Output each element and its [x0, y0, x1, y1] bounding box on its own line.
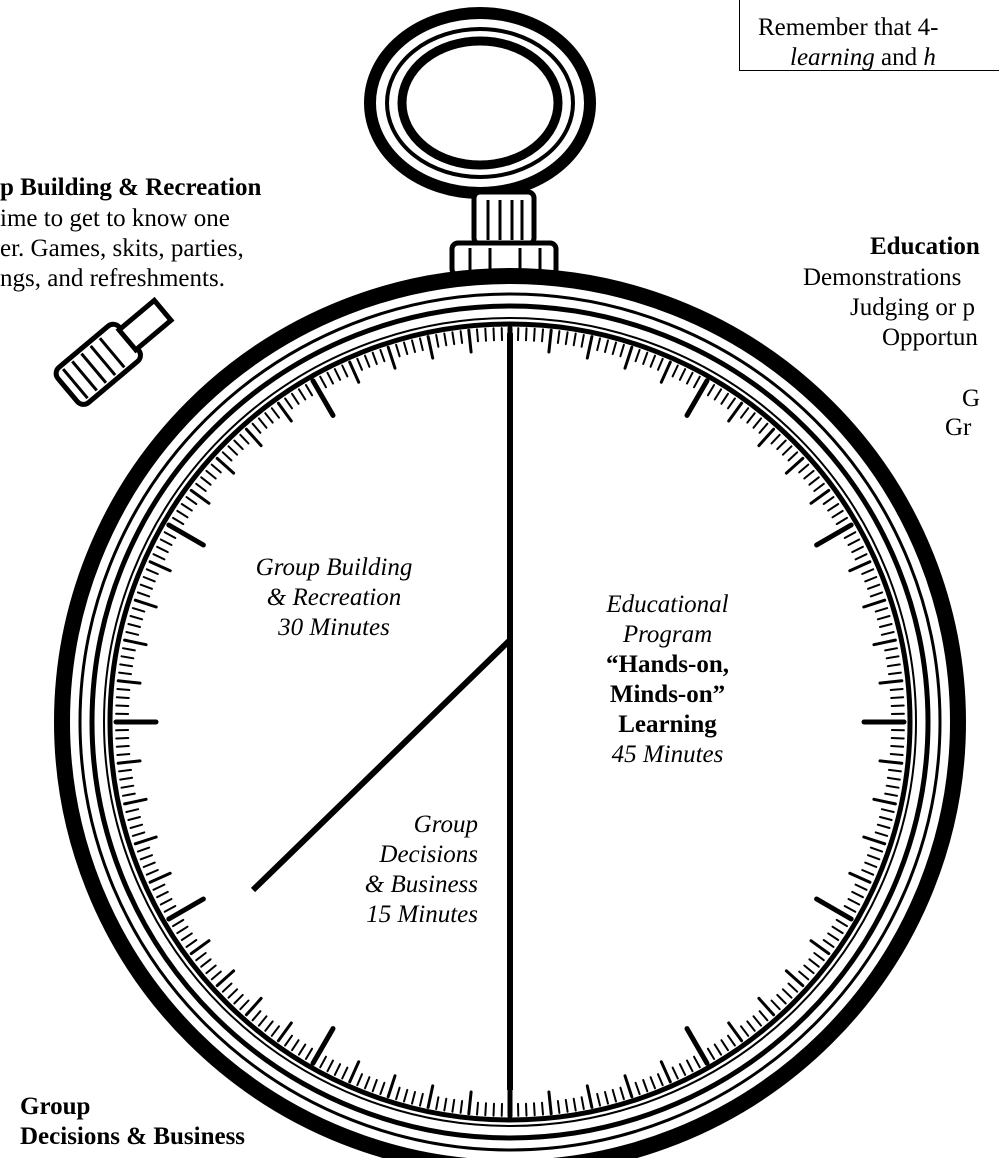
tick-mark — [116, 706, 128, 707]
tick-mark — [117, 754, 129, 755]
crown — [452, 192, 556, 275]
tick-mark — [892, 738, 904, 739]
segment-business-line-2: Decisions — [290, 840, 478, 870]
right-panel-line-5: Gr — [945, 413, 971, 443]
tick-mark — [494, 1104, 495, 1116]
note-box: Remember that 4- learning and h — [739, 0, 999, 71]
segment-education-line-1: Educational — [555, 590, 780, 620]
right-panel-title: Education — [870, 232, 980, 262]
segment-education-line-3: “Hands-on, — [555, 650, 780, 680]
tick-mark — [891, 754, 903, 755]
tick-mark — [534, 329, 535, 341]
tick-mark — [891, 697, 903, 698]
segment-business-line-1: Group — [290, 810, 478, 840]
side-pusher — [53, 293, 178, 408]
segment-recreation-label: Group Building & Recreation 30 Minutes — [218, 553, 450, 643]
segment-education-label: Educational Program “Hands-on, Minds-on”… — [555, 590, 780, 770]
tick-mark — [485, 1103, 486, 1115]
tick-mark — [116, 738, 128, 739]
segment-education-line-4: Minds-on” — [555, 680, 780, 710]
tick-mark — [892, 706, 904, 707]
segment-recreation-line-2: & Recreation — [218, 583, 450, 613]
left-panel-line-3: ngs, and refreshments. — [0, 264, 225, 294]
segment-education-line-2: Program — [555, 620, 780, 650]
left-panel-line-1: ime to get to know one — [0, 204, 230, 234]
tick-mark — [117, 697, 129, 698]
right-panel-line-1: Demonstrations — [803, 263, 961, 293]
segment-business-label: Group Decisions & Business 15 Minutes — [290, 810, 478, 930]
tick-mark — [494, 328, 495, 340]
left-panel-title: p Building & Recreation — [0, 173, 261, 203]
segment-business-line-4: 15 Minutes — [290, 900, 478, 930]
segment-business-line-3: & Business — [290, 870, 478, 900]
note-learning: learning — [790, 44, 875, 71]
right-panel-line-3: Opportun — [882, 323, 978, 353]
segment-recreation-line-1: Group Building — [218, 553, 450, 583]
segment-education-line-5: Learning — [555, 710, 780, 740]
tick-mark — [526, 1104, 527, 1116]
tick-mark — [117, 746, 129, 747]
tick-mark — [477, 329, 478, 341]
tick-mark — [526, 328, 527, 340]
bottom-left-line-2: Decisions & Business — [20, 1122, 245, 1152]
note-h: h — [923, 44, 936, 71]
bottom-left-line-1: Group — [20, 1092, 90, 1122]
tick-mark — [117, 689, 129, 690]
right-panel-line-4: G — [962, 384, 980, 414]
tick-mark — [534, 1103, 535, 1115]
segment-recreation-line-3: 30 Minutes — [218, 613, 450, 643]
tick-mark — [542, 1103, 543, 1115]
ring-handle — [370, 13, 590, 193]
tick-mark — [542, 329, 543, 341]
segment-education-line-6: 45 Minutes — [555, 740, 780, 770]
note-and: and — [875, 44, 924, 71]
tick-mark — [891, 746, 903, 747]
note-line-1: Remember that 4- — [758, 14, 939, 41]
tick-mark — [485, 329, 486, 341]
tick-mark — [477, 1103, 478, 1115]
right-panel-line-2: Judging or p — [850, 293, 975, 323]
left-panel-line-2: er. Games, skits, parties, — [0, 234, 244, 264]
tick-mark — [891, 689, 903, 690]
